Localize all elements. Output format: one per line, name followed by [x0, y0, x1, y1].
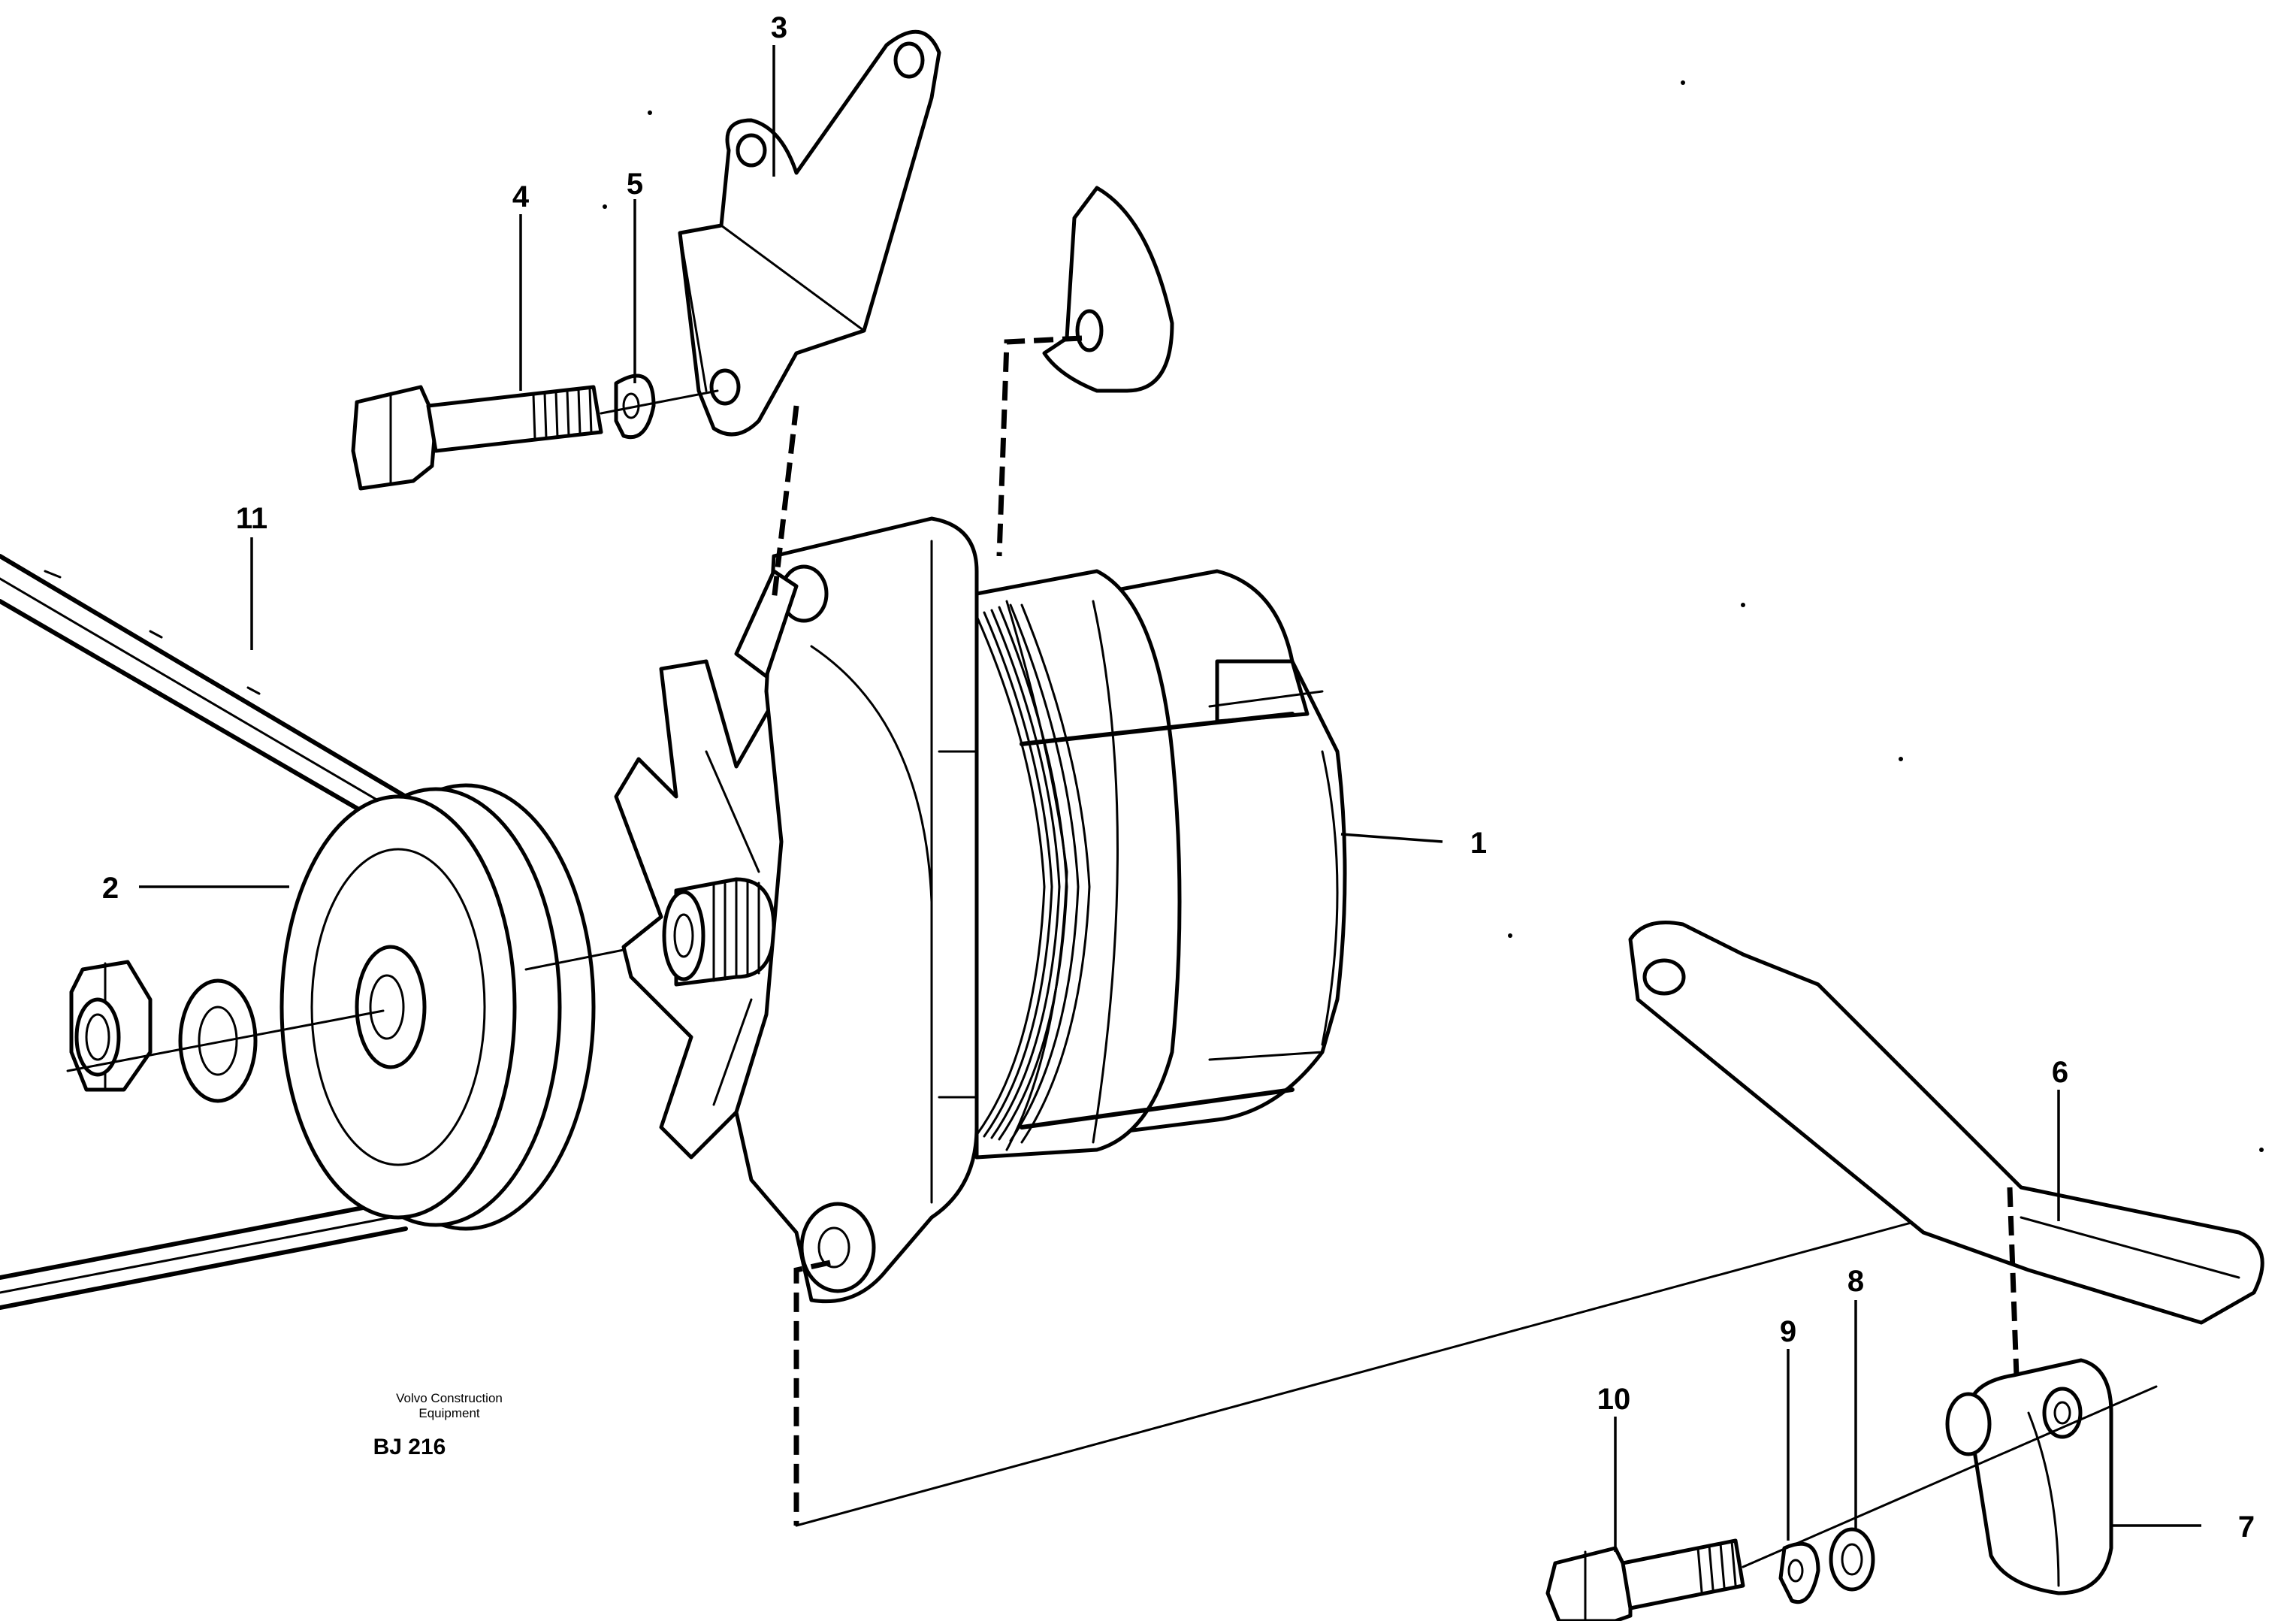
adjuster-arm — [1628, 921, 2264, 1399]
part-number-7: 7 — [2238, 1511, 2255, 1544]
part-number-8: 8 — [1847, 1265, 1864, 1298]
threaded-shaft — [662, 877, 776, 987]
part-number-9: 9 — [1780, 1315, 1796, 1348]
part-number-11: 11 — [236, 502, 267, 535]
part-number-3: 3 — [771, 11, 787, 44]
print-specks — [603, 80, 2264, 1152]
lower-bolt — [1545, 1538, 1745, 1621]
lower-bracket — [1945, 1358, 2113, 1595]
lower-lock-washer — [1778, 1541, 1820, 1604]
part-number-2: 2 — [102, 872, 119, 905]
drawing-code: BJ 216 — [373, 1435, 446, 1459]
pulley-nut — [69, 960, 153, 1092]
part-number-5: 5 — [627, 168, 643, 201]
upper-bracket — [678, 29, 941, 437]
part-number-1: 1 — [1470, 827, 1487, 860]
pulley — [279, 783, 596, 1231]
leader-lines — [139, 45, 2201, 1552]
part-number-10: 10 — [1597, 1383, 1631, 1416]
caption-company: Volvo Construction — [396, 1391, 503, 1405]
caption-division: Equipment — [418, 1406, 480, 1420]
lower-flat-washer — [1829, 1527, 1875, 1592]
part-numbers: 1 2 3 4 5 6 7 8 9 10 11 — [102, 11, 2255, 1544]
caption-block: Volvo Construction Equipment BJ 216 — [373, 1391, 503, 1459]
alternator — [734, 516, 1347, 1304]
pulley-washer — [178, 978, 258, 1103]
stator-windings — [975, 603, 1091, 1144]
engine-mount-arm — [1042, 186, 1174, 393]
upper-bolt — [351, 385, 603, 491]
part-number-6: 6 — [2052, 1056, 2068, 1089]
part-number-4: 4 — [512, 180, 530, 213]
